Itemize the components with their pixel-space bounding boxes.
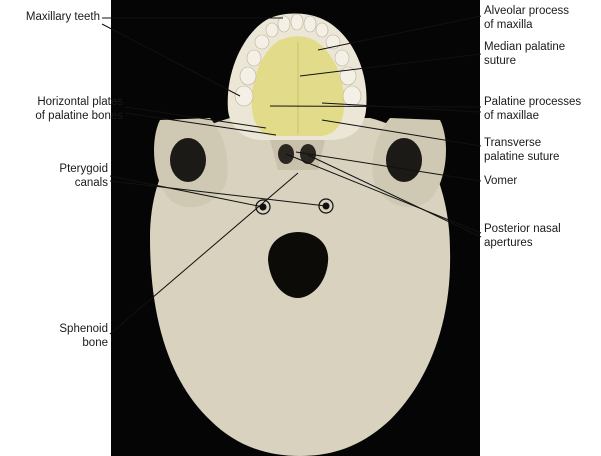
label-transverse-palatine-suture-line2: palatine suture	[484, 151, 560, 163]
label-median-palatine-suture-line2: suture	[484, 55, 516, 67]
label-posterior-nasal-apertures-line1: Posterior nasal	[484, 223, 561, 235]
label-horizontal-plates-line2: of palatine bones	[35, 110, 123, 122]
right-orbit-shadow	[386, 138, 422, 182]
label-alveolar-process-line1: Alveolar process	[484, 5, 570, 17]
left-orbit-shadow	[170, 138, 206, 182]
foramen-magnum	[268, 232, 329, 298]
label-posterior-nasal-apertures-line2: apertures	[484, 237, 533, 249]
label-palatine-processes-line2: of maxillae	[484, 110, 539, 122]
label-vomer-line1: Vomer	[484, 175, 518, 187]
left-pterygoid-canal-marker	[255, 199, 271, 215]
leader-lines	[101, 15, 482, 335]
label-pterygoid-canals-line2: canals	[74, 177, 108, 189]
right-pterygoid-canal-marker	[318, 198, 334, 214]
label-pterygoid-canals-line1: Pterygoid	[59, 163, 108, 175]
label-palatine-processes-line1: Palatine processes	[484, 96, 582, 108]
label-sphenoid-bone-line2: bone	[82, 337, 108, 349]
label-maxillary-teeth-line1: Maxillary teeth	[25, 11, 100, 23]
label-transverse-palatine-suture: Transverse palatine suture	[484, 136, 559, 164]
maxillary-teeth	[234, 13, 362, 107]
label-median-palatine-suture-line1: Median palatine	[484, 41, 566, 53]
label-palatine-processes: Palatine processes of maxillae	[484, 95, 581, 123]
label-pterygoid-canals: Pterygoid canals	[2, 162, 108, 190]
label-sphenoid-bone-line1: Sphenoid	[59, 323, 108, 335]
label-posterior-nasal-apertures: Posterior nasal apertures	[484, 222, 561, 250]
label-vomer: Vomer	[484, 174, 517, 188]
label-maxillary-teeth: Maxillary teeth	[2, 10, 100, 24]
label-transverse-palatine-suture-line1: Transverse	[484, 137, 542, 149]
label-horizontal-plates-line1: Horizontal plates	[37, 96, 123, 108]
label-median-palatine-suture: Median palatine suture	[484, 40, 565, 68]
label-alveolar-process: Alveolar process of maxilla	[484, 4, 569, 32]
label-alveolar-process-line2: of maxilla	[484, 19, 533, 31]
label-sphenoid-bone: Sphenoid bone	[2, 322, 108, 350]
label-horizontal-plates: Horizontal plates of palatine bones	[2, 95, 123, 123]
